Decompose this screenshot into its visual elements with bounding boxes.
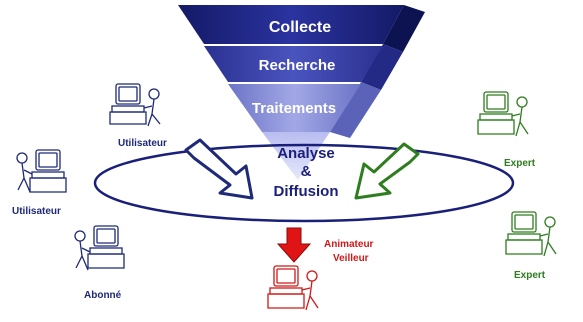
label-veilleur: Veilleur bbox=[333, 253, 369, 264]
output-arrow bbox=[276, 227, 312, 263]
funnel-side-1 bbox=[383, 5, 425, 52]
person-computer-icon bbox=[505, 211, 557, 257]
funnel-side-3 bbox=[330, 82, 381, 138]
center-label-diffusion: Diffusion bbox=[274, 183, 339, 200]
funnel-side-2 bbox=[361, 44, 403, 90]
expert-input-arrow bbox=[354, 142, 420, 200]
person-computer-icon bbox=[109, 83, 161, 127]
funnel-label-recherche: Recherche bbox=[259, 57, 336, 74]
label-expert-2: Expert bbox=[514, 270, 546, 281]
person-computer-icon bbox=[477, 91, 529, 137]
center-label-ampersand: & bbox=[301, 163, 312, 180]
user-input-arrow bbox=[184, 138, 254, 200]
person-computer-icon bbox=[16, 149, 67, 193]
label-utilisateur-1: Utilisateur bbox=[118, 138, 167, 149]
person-computer-icon bbox=[74, 225, 125, 271]
funnel: Collecte Recherche Traitements bbox=[178, 5, 425, 180]
center-label-analyse: Analyse bbox=[277, 145, 335, 162]
funnel-label-collecte: Collecte bbox=[269, 19, 331, 36]
person-computer-icon bbox=[267, 265, 319, 311]
label-expert-1: Expert bbox=[504, 158, 536, 169]
label-abonne: Abonné bbox=[84, 290, 122, 301]
funnel-level-recherche bbox=[204, 46, 383, 82]
funnel-level-collecte bbox=[178, 5, 404, 44]
label-animateur: Animateur bbox=[324, 239, 374, 250]
label-utilisateur-2: Utilisateur bbox=[12, 206, 61, 217]
funnel-label-traitements: Traitements bbox=[252, 100, 336, 117]
funnel-level-traitements bbox=[228, 84, 361, 132]
analysis-ellipse bbox=[93, 143, 515, 223]
